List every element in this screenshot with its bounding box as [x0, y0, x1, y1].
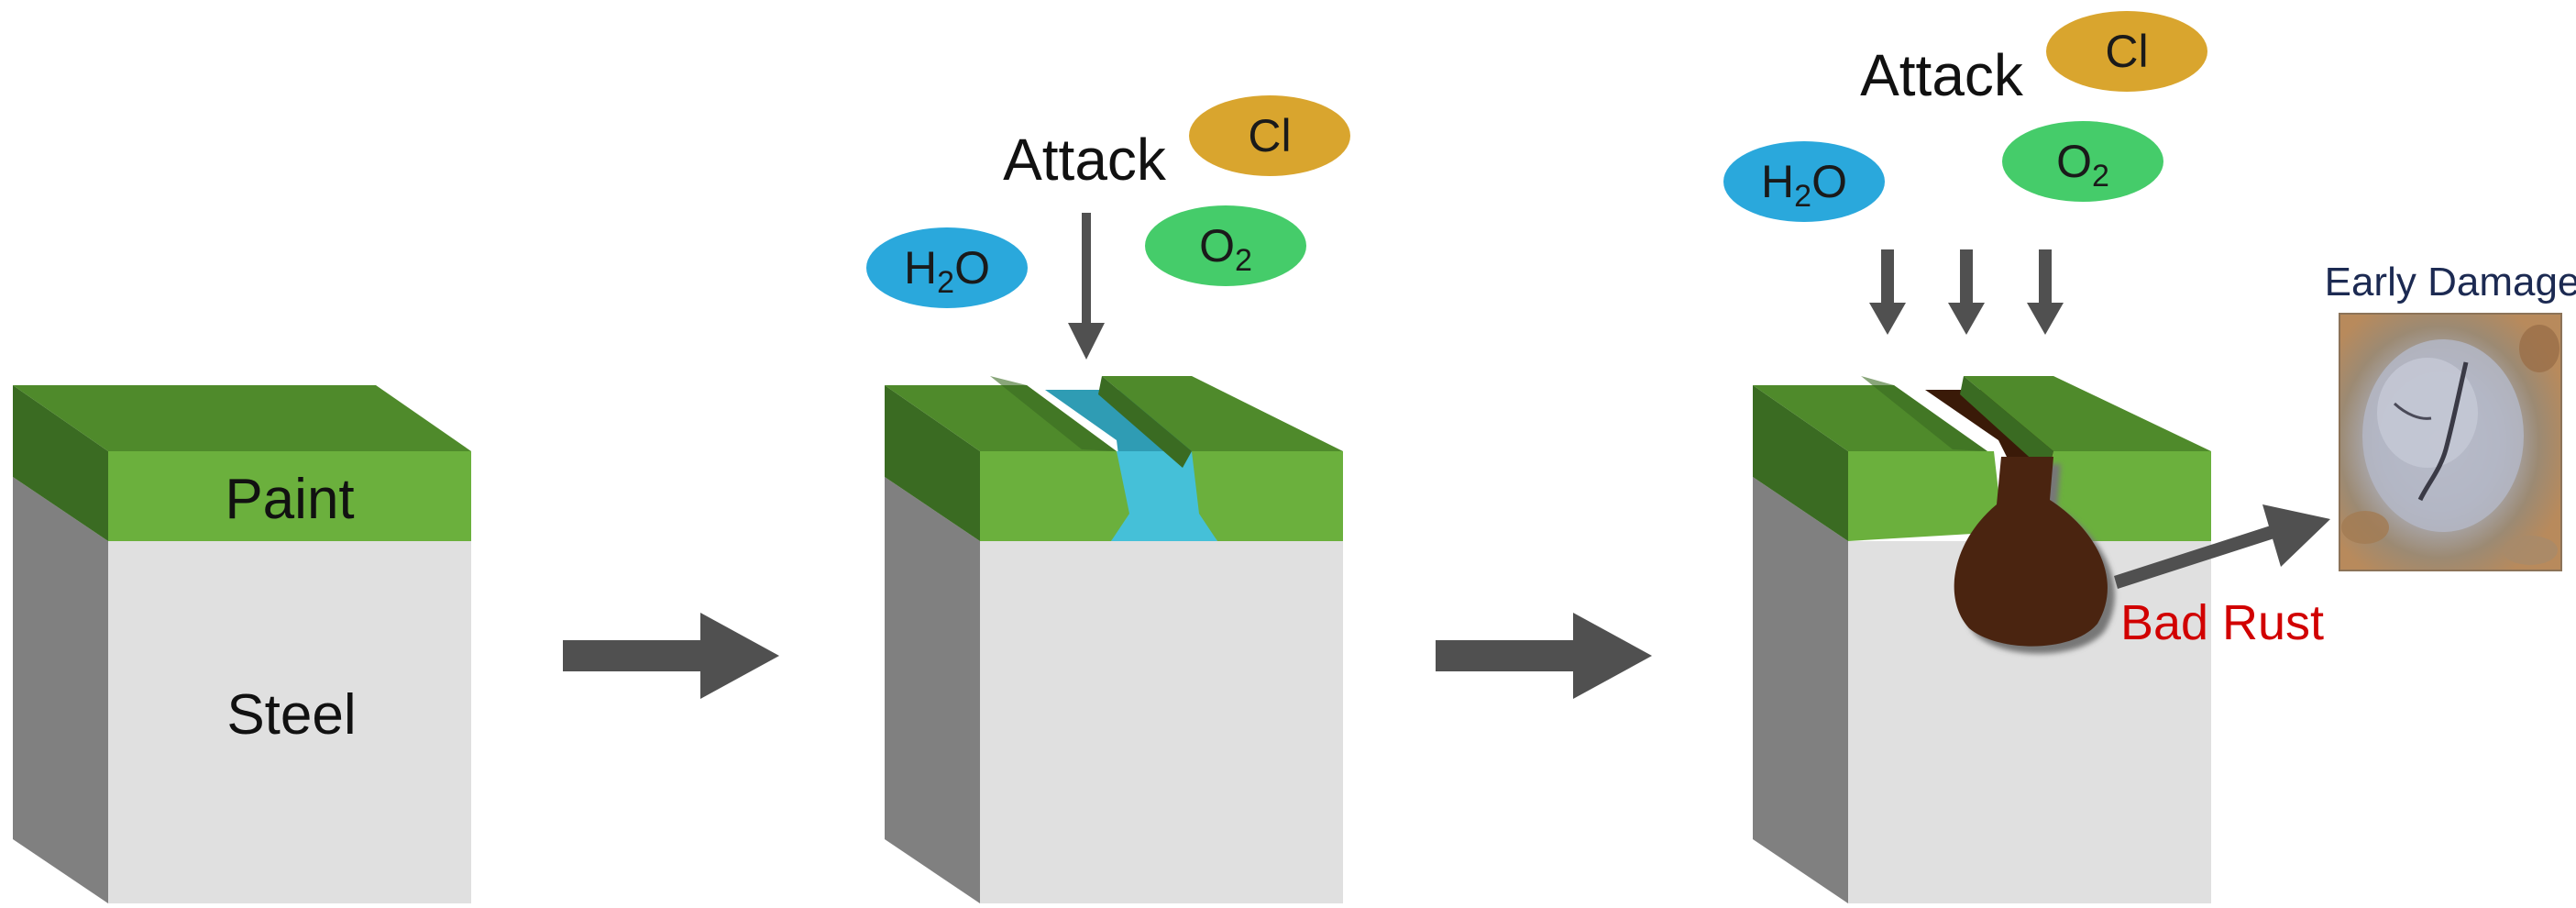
arrow-down-icon: [1068, 213, 1105, 360]
paint-top-right: [1102, 376, 1343, 451]
h2o-text: H2O: [904, 242, 990, 300]
water-front: [1111, 451, 1217, 541]
arrow-right-icon: [1436, 613, 1652, 699]
steel-label: Steel: [226, 683, 356, 747]
groove-wall-left: [990, 376, 1117, 451]
early-damage-panel: Early Damage: [2325, 260, 2576, 571]
paint-side: [1753, 385, 1848, 541]
steel-front: [980, 541, 1343, 903]
arrow-right-icon: [563, 613, 779, 699]
o2-bubble: O2: [1145, 205, 1306, 286]
groove-wall-right: [1098, 376, 1192, 468]
paint-front-right: [1192, 451, 1343, 541]
arrow-down-icon: [1948, 249, 1985, 335]
paint-top-left: [885, 385, 1117, 451]
bad-rust-label: Bad Rust: [2120, 595, 2324, 650]
h2o-bubble: H2O: [1723, 141, 1885, 222]
h2o-text: H2O: [1761, 156, 1847, 214]
o2-text: O2: [1199, 220, 1252, 278]
paint-side: [13, 385, 108, 541]
paint-front-left: [980, 451, 1129, 541]
steel-front: [108, 541, 471, 903]
attack-label: Attack: [1860, 42, 2024, 108]
block-intact: Paint Steel: [13, 385, 471, 903]
rust-photo: [2339, 313, 2562, 571]
arrow-right-icon: [2114, 504, 2330, 589]
paint-side: [885, 385, 980, 541]
paint-top-left: [1753, 385, 1987, 451]
paint-top-right: [1964, 376, 2211, 451]
groove-wall-right: [1960, 376, 2053, 472]
arrow-down-icon: [2027, 249, 2064, 335]
steel-side: [1753, 477, 1848, 903]
paint-label: Paint: [225, 468, 354, 531]
arrow-down-icon: [1869, 249, 1906, 335]
paint-front-right: [2046, 451, 2211, 541]
rust-pit: [1954, 457, 2108, 647]
cl-text: Cl: [1248, 110, 1291, 161]
paint-front: [108, 451, 471, 541]
block-rusting: Attack Cl O2 H2O Bad Ru: [1723, 11, 2330, 903]
steel-side: [13, 477, 108, 903]
cl-text: Cl: [2105, 26, 2148, 77]
groove-wall-left: [1861, 376, 1987, 451]
early-damage-label: Early Damage: [2325, 260, 2576, 305]
paint-front-left: [1848, 451, 2003, 541]
cl-bubble: Cl: [2046, 11, 2207, 92]
o2-bubble: O2: [2002, 121, 2163, 202]
attack-label: Attack: [1003, 127, 1167, 193]
steel-side: [885, 477, 980, 903]
block-scratched: Attack Cl O2 H2O: [866, 95, 1350, 903]
cl-bubble: Cl: [1189, 95, 1350, 176]
h2o-bubble: H2O: [866, 227, 1028, 308]
o2-text: O2: [2056, 136, 2109, 194]
paint-top: [13, 385, 471, 451]
